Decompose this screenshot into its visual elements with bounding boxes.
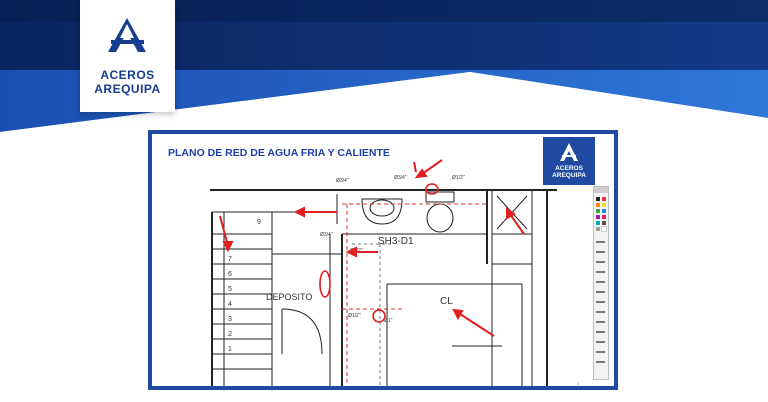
step-label: 6 [228,271,232,278]
color-swatch[interactable] [602,203,606,207]
color-swatch[interactable] [601,226,607,232]
floor-plan: SH3-D1 DEPOSITO CL Ø3/4" Ø3/4" Ø3/4" Ø1/… [210,159,557,386]
shape-tool-icon[interactable] [596,281,605,283]
slide-content: PLANO DE RED DE AGUA FRIA Y CALIENTE ACE… [152,134,614,386]
step-label: 9 [257,219,261,226]
toolbar-handle[interactable] [594,187,608,193]
annotation-toolbar [593,186,609,380]
step-label: 4 [228,301,232,308]
color-swatch[interactable] [596,203,600,207]
line-tool-icon[interactable] [596,271,605,273]
slide-logo-line1: ACEROS [555,165,583,172]
step-label: 5 [228,286,232,293]
color-swatch[interactable] [596,227,600,231]
color-swatch[interactable] [602,197,606,201]
pointer-icon[interactable] [596,341,605,343]
aceros-logo-icon [560,143,578,161]
step-label: 7 [228,256,232,263]
closet-label: CL [440,296,453,307]
eraser-tool-icon[interactable] [596,261,605,263]
slide-frame: PLANO DE RED DE AGUA FRIA Y CALIENTE ACE… [148,130,618,390]
color-swatch[interactable] [596,215,600,219]
pipe-label: Ø1/2" [452,175,465,181]
pipe-label: Ø3/4" [394,175,407,181]
highlighter-tool-icon[interactable] [596,251,605,253]
room-label: SH3-D1 [378,236,414,247]
header-banner [0,0,768,140]
color-swatch[interactable] [602,221,606,225]
page-number: 4 [577,381,580,386]
text-tool-icon[interactable] [596,291,605,293]
slide-logo: ACEROS AREQUIPA [543,137,595,185]
close-icon[interactable] [596,361,605,363]
redo-icon[interactable] [596,311,605,313]
step-label: 2 [228,331,232,338]
zoom-icon[interactable] [596,331,605,333]
step-label: 3 [228,316,232,323]
pipe-label: Ø3/4" [336,178,349,184]
brand-line2: AREQUIPA [94,82,161,96]
step-label: 1 [228,346,232,353]
color-swatch[interactable] [596,209,600,213]
color-swatch[interactable] [596,197,600,201]
pipe-label: Ø1/2" [348,313,361,319]
pen-tool-icon[interactable] [596,241,605,243]
color-swatch[interactable] [602,209,606,213]
brand-line1: ACEROS [100,68,155,82]
clear-icon[interactable] [596,321,605,323]
undo-icon[interactable] [596,301,605,303]
color-swatch[interactable] [602,215,606,219]
aceros-logo-icon [108,18,146,52]
plan-title: PLANO DE RED DE AGUA FRIA Y CALIENTE [168,147,390,159]
slide-logo-line2: AREQUIPA [552,172,586,179]
brand-logo: ACEROS AREQUIPA [80,0,175,112]
save-icon[interactable] [596,351,605,353]
storage-label: DEPOSITO [266,292,312,302]
pipe-label: Ø3/4" [320,232,333,238]
color-swatch[interactable] [596,221,600,225]
pipe-label: Ø1" [384,318,393,324]
